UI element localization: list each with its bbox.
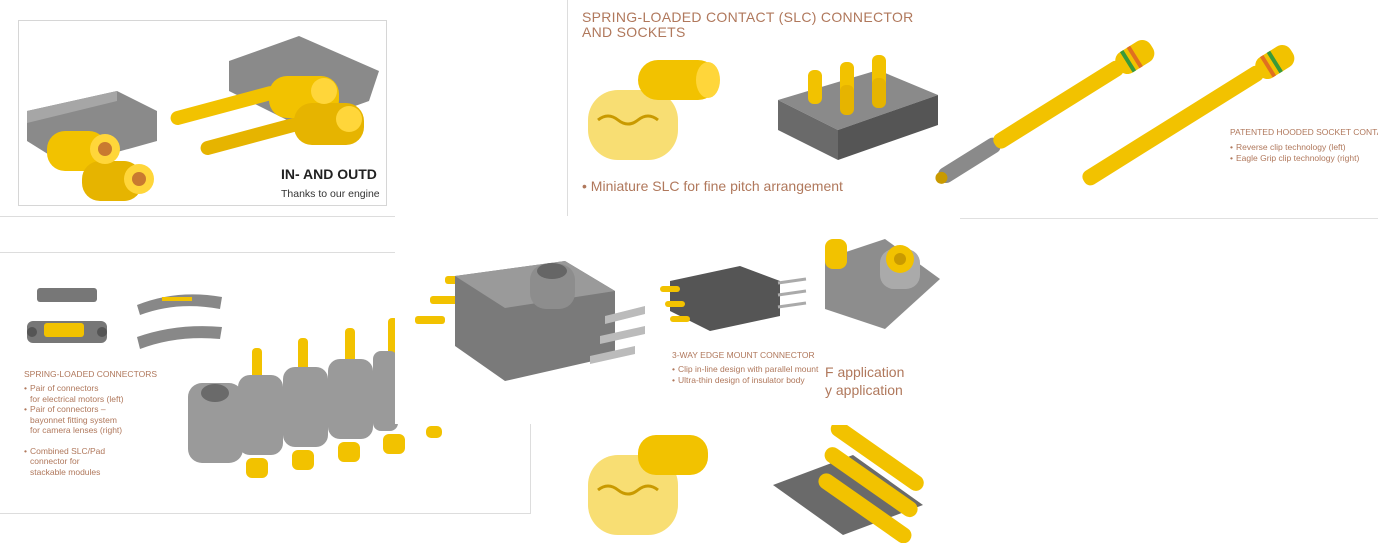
panel-bullet-list: Reverse clip technology (left) Eagle Gri… [1230, 142, 1375, 163]
panel-in-outdoor: IN- AND OUTD Thanks to our engine [18, 20, 387, 206]
list-item: Eagle Grip clip technology (right) [1230, 153, 1375, 164]
socket-contact-illustration-left [935, 40, 1155, 184]
panel-body-text: Thanks to our engine [281, 188, 380, 200]
bayonet-connector-illustration [137, 294, 222, 349]
list-item: Ultra-thin design of insulator body [672, 375, 822, 386]
application-line1: F application [825, 364, 905, 380]
panel-hooded-socket: PATENTED HOODED SOCKET CONTACT Reverse c… [930, 30, 1378, 200]
list-item: Pair of connectors for electrical motors… [24, 383, 184, 404]
slide-border-top-right [960, 218, 1378, 219]
list-item: Clip in-line design with parallel mount [672, 364, 822, 375]
panel-title-line2: AND SOCKETS [582, 24, 686, 40]
panel-bullet-list: Pair of connectors for electrical motors… [24, 383, 184, 477]
panel-heading: IN- AND OUTD [281, 166, 377, 182]
list-item: Combined SLC/Pad connector for stackable… [24, 446, 184, 478]
dual-connector-illustration-left [27, 91, 157, 201]
panel-heading: PATENTED HOODED SOCKET CONTACT [1230, 127, 1378, 137]
miniature-slc-illustration [588, 60, 720, 160]
panel-rf-application: F application y application [825, 219, 965, 424]
edge-mount-connector-small-illustration [660, 266, 807, 331]
socket-contact-illustration-right [1082, 45, 1295, 186]
slc-triple-pin-illustration [773, 425, 924, 543]
slc-transparent-illustration [588, 435, 708, 535]
panel-caption: • Miniature SLC for fine pitch arrangeme… [582, 178, 843, 194]
dual-connector-illustration-right [170, 36, 379, 155]
panel-slc-bottom [568, 425, 960, 543]
motor-connector-illustration [27, 288, 107, 343]
list-item: Pair of connectors – bayonnet fitting sy… [24, 404, 184, 436]
panel-title-line1: SPRING-LOADED CONTACT (SLC) CONNECTOR [582, 9, 914, 25]
slide-border-top-left [0, 0, 568, 217]
edge-mount-connector-large-illustration [415, 261, 645, 381]
panel-heading: SPRING-LOADED CONNECTORS [24, 369, 158, 379]
panel-heading: 3-WAY EDGE MOUNT CONNECTOR [672, 350, 815, 360]
stackable-slc-connector-illustration [188, 318, 442, 478]
rf-connector-illustration [825, 239, 940, 329]
slc-block-illustration [778, 55, 938, 160]
panel-slc-connector: SPRING-LOADED CONTACT (SLC) CONNECTOR AN… [568, 0, 960, 218]
application-line2: y application [825, 382, 903, 398]
list-item: Reverse clip technology (left) [1230, 142, 1375, 153]
panel-edge-mount: 3-WAY EDGE MOUNT CONNECTOR Clip in-line … [395, 216, 825, 424]
panel-bullet-list: Clip in-line design with parallel mount … [672, 364, 822, 385]
